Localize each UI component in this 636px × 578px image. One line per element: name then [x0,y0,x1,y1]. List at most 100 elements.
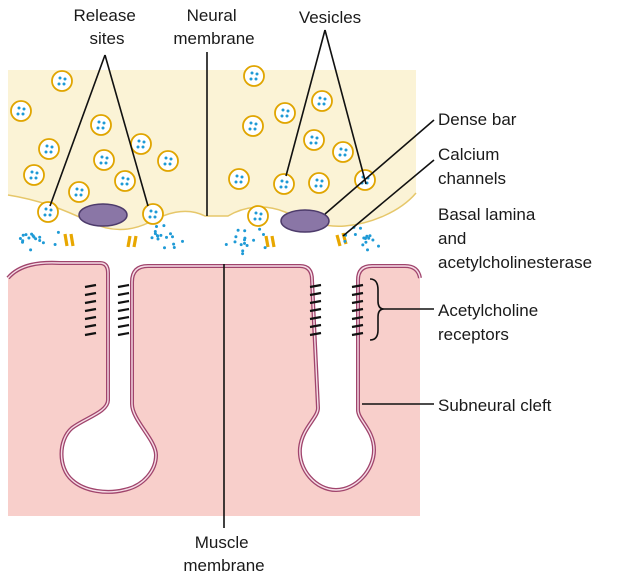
neurotransmitter-dot [377,244,380,248]
label-acetylcholine-receptors: Acetylcholine receptors [438,301,543,344]
label-muscle-membrane: Muscle membrane [183,533,264,575]
neurotransmitter-dot [181,239,184,243]
acetylcholine-receptor [309,283,322,289]
acetylcholine-receptor [117,315,130,321]
neurotransmitter-dots [18,224,380,256]
neurotransmitter-dot [368,234,372,238]
neurotransmitter-dot [38,235,42,239]
acetylcholine-receptor [309,299,322,305]
acetylcholine-receptor [309,307,322,313]
neurotransmitter-dot [361,243,365,247]
neurotransmitter-dot [34,237,38,241]
neurotransmitter-dot [172,242,176,246]
acetylcholine-receptor [351,323,364,329]
neurotransmitter-dot [243,229,247,233]
neurotransmitter-dot [165,235,168,239]
neurotransmitter-dot [241,249,245,253]
acetylcholine-receptor [84,331,97,337]
acetylcholine-receptor [117,323,130,329]
neurotransmitter-dot [359,226,362,230]
neurotransmitter-dot [243,241,246,245]
vesicle [23,164,45,186]
muscle-membrane-inner [7,262,421,493]
neurotransmitter-dot [343,239,347,243]
vesicle [243,65,265,87]
acetylcholine-receptor [309,331,322,337]
neurotransmitter-dot [53,243,57,246]
neurotransmitter-dot [252,238,256,242]
neurotransmitter-dot [366,248,369,252]
acetylcholine-receptor [351,331,364,337]
vesicle [38,138,60,160]
neurotransmitter-dot [263,246,267,250]
calcium-channel [335,234,342,247]
vesicle [142,203,164,225]
vesicle [90,114,112,136]
neurotransmitter-dot [262,233,265,236]
acetylcholine-receptor [84,307,97,313]
neurotransmitter-dot [241,252,245,256]
dense-bar-right [280,209,330,233]
acetylcholine-receptor [84,291,97,297]
neurotransmitter-dot [169,232,172,236]
label-subneural-cleft: Subneural cleft [438,396,552,415]
vesicle [311,90,333,112]
vesicle [114,170,136,192]
neurotransmitter-dot [150,236,154,240]
neurotransmitter-dot [29,248,33,252]
neurotransmitter-dot [155,225,158,228]
calcium-channel [126,235,132,248]
neurotransmitter-dot [236,228,240,232]
acetylcholine-receptor [351,315,364,321]
vesicle [303,129,325,151]
neurotransmitter-dot [171,235,174,239]
neurotransmitter-dot [162,224,166,228]
vesicle [37,201,59,223]
neurotransmitter-dot [258,227,262,231]
vesicle [273,173,295,195]
nerve-terminal [8,70,416,230]
neurotransmitter-dot [38,239,42,242]
neurotransmitter-dot [245,244,249,247]
vesicle [228,168,250,190]
label-vesicles: Vesicles [299,8,361,27]
calcium-channel [270,235,276,248]
neurotransmitter-dot [353,233,357,236]
calcium-channel [264,235,270,248]
acetylcholine-receptor [351,299,364,305]
calcium-channel [132,235,138,248]
vesicle [93,149,115,171]
vesicle [68,181,90,203]
calcium-channel [63,233,69,247]
acetylcholine-receptor [117,283,130,289]
neurotransmitter-dot [41,241,45,245]
acetylcholine-receptor [351,283,364,289]
calcium-channels [63,232,348,248]
vesicle [10,100,32,122]
acetylcholine-receptor [117,291,130,297]
calcium-channel [69,233,75,247]
label-basal-lamina: Basal lamina and acetylcholinesterase [438,205,592,272]
acetylcholine-receptor [84,283,97,289]
vesicle [332,141,354,163]
neurotransmitter-dot [234,235,238,239]
neurotransmitter-dot [27,236,31,240]
neurotransmitter-dot [365,234,369,238]
acetylcholine-receptor [309,315,322,321]
acetylcholine-receptors [84,283,364,337]
vesicle [308,172,330,194]
neurotransmitter-dot [364,240,368,244]
neurotransmitter-dot [156,237,160,241]
vesicle [274,102,296,124]
neurotransmitter-dot [233,240,237,244]
vesicle [157,150,179,172]
label-dense-bar: Dense bar [438,110,517,129]
neurotransmitter-dot [224,243,228,246]
neurotransmitter-dot [371,238,375,242]
neurotransmitter-dot [155,234,159,238]
neurotransmitter-dot [239,243,243,247]
vesicle [242,115,264,137]
neurotransmitter-dot [21,240,24,244]
neurotransmitter-dot [159,233,163,237]
acetylcholine-receptor [351,307,364,313]
